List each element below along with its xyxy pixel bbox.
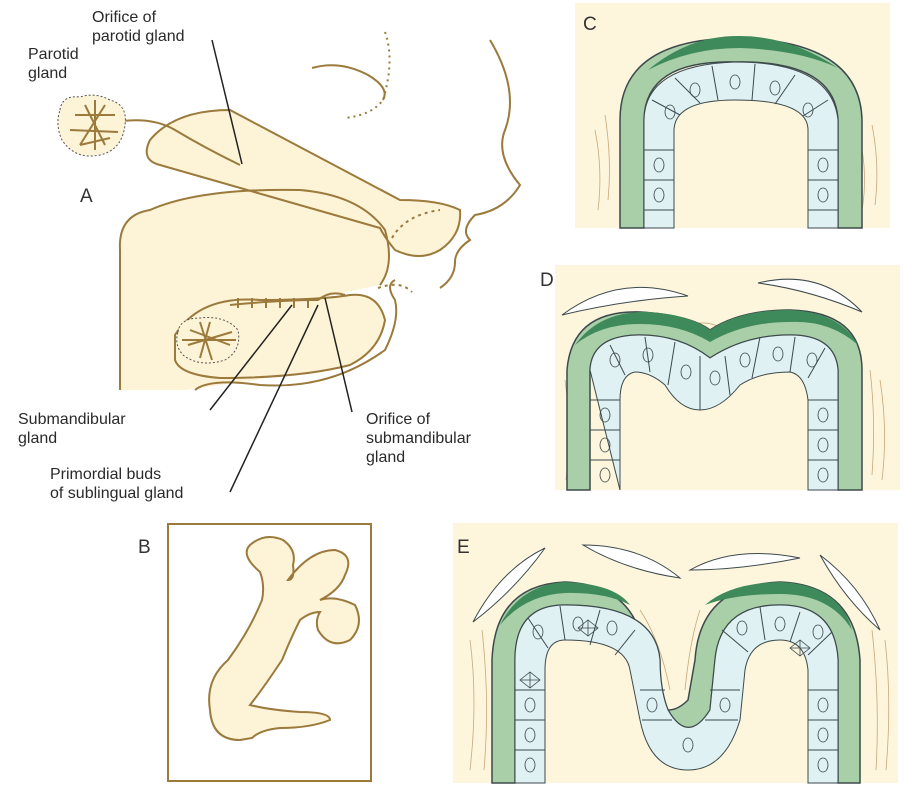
label-orifice-parotid-line1: Orifice of xyxy=(92,8,185,27)
parotid-gland xyxy=(58,95,126,156)
panel-letter-b: B xyxy=(138,537,151,559)
label-submandibular-gland: Submandibular gland xyxy=(18,410,126,448)
panel-d-cleft-initiation xyxy=(555,265,900,490)
label-orifice-submandibular-line2: submandibular xyxy=(366,429,471,448)
label-orifice-parotid: Orifice of parotid gland xyxy=(92,8,185,46)
brain-contour xyxy=(312,65,385,100)
panel-letter-d: D xyxy=(540,270,554,292)
label-sublingual-buds-line1: Primordial buds xyxy=(50,465,183,484)
panel-letter-e: E xyxy=(457,537,470,559)
label-submandibular-gland-line1: Submandibular xyxy=(18,410,126,429)
panel-letter-a: A xyxy=(80,186,93,208)
label-orifice-parotid-line2: parotid gland xyxy=(92,27,185,46)
submandibular-gland xyxy=(177,318,239,364)
lip-lower xyxy=(378,285,412,292)
label-sublingual-buds-line2: of sublingual gland xyxy=(50,484,183,503)
panel-e-cleft-progression xyxy=(453,523,898,783)
label-parotid-gland-line2: gland xyxy=(28,64,79,83)
forehead-outline xyxy=(440,40,520,288)
label-orifice-submandibular-line3: gland xyxy=(366,448,471,467)
label-sublingual-buds: Primordial buds of sublingual gland xyxy=(50,465,183,503)
label-parotid-gland: Parotid gland xyxy=(28,45,79,83)
panel-c-early-bud xyxy=(575,3,890,228)
label-orifice-submandibular-line1: Orifice of xyxy=(366,410,471,429)
label-parotid-gland-line1: Parotid xyxy=(28,45,79,64)
label-orifice-submandibular: Orifice of submandibular gland xyxy=(366,410,471,467)
label-submandibular-gland-line2: gland xyxy=(18,429,126,448)
panel-letter-c: C xyxy=(583,14,597,36)
